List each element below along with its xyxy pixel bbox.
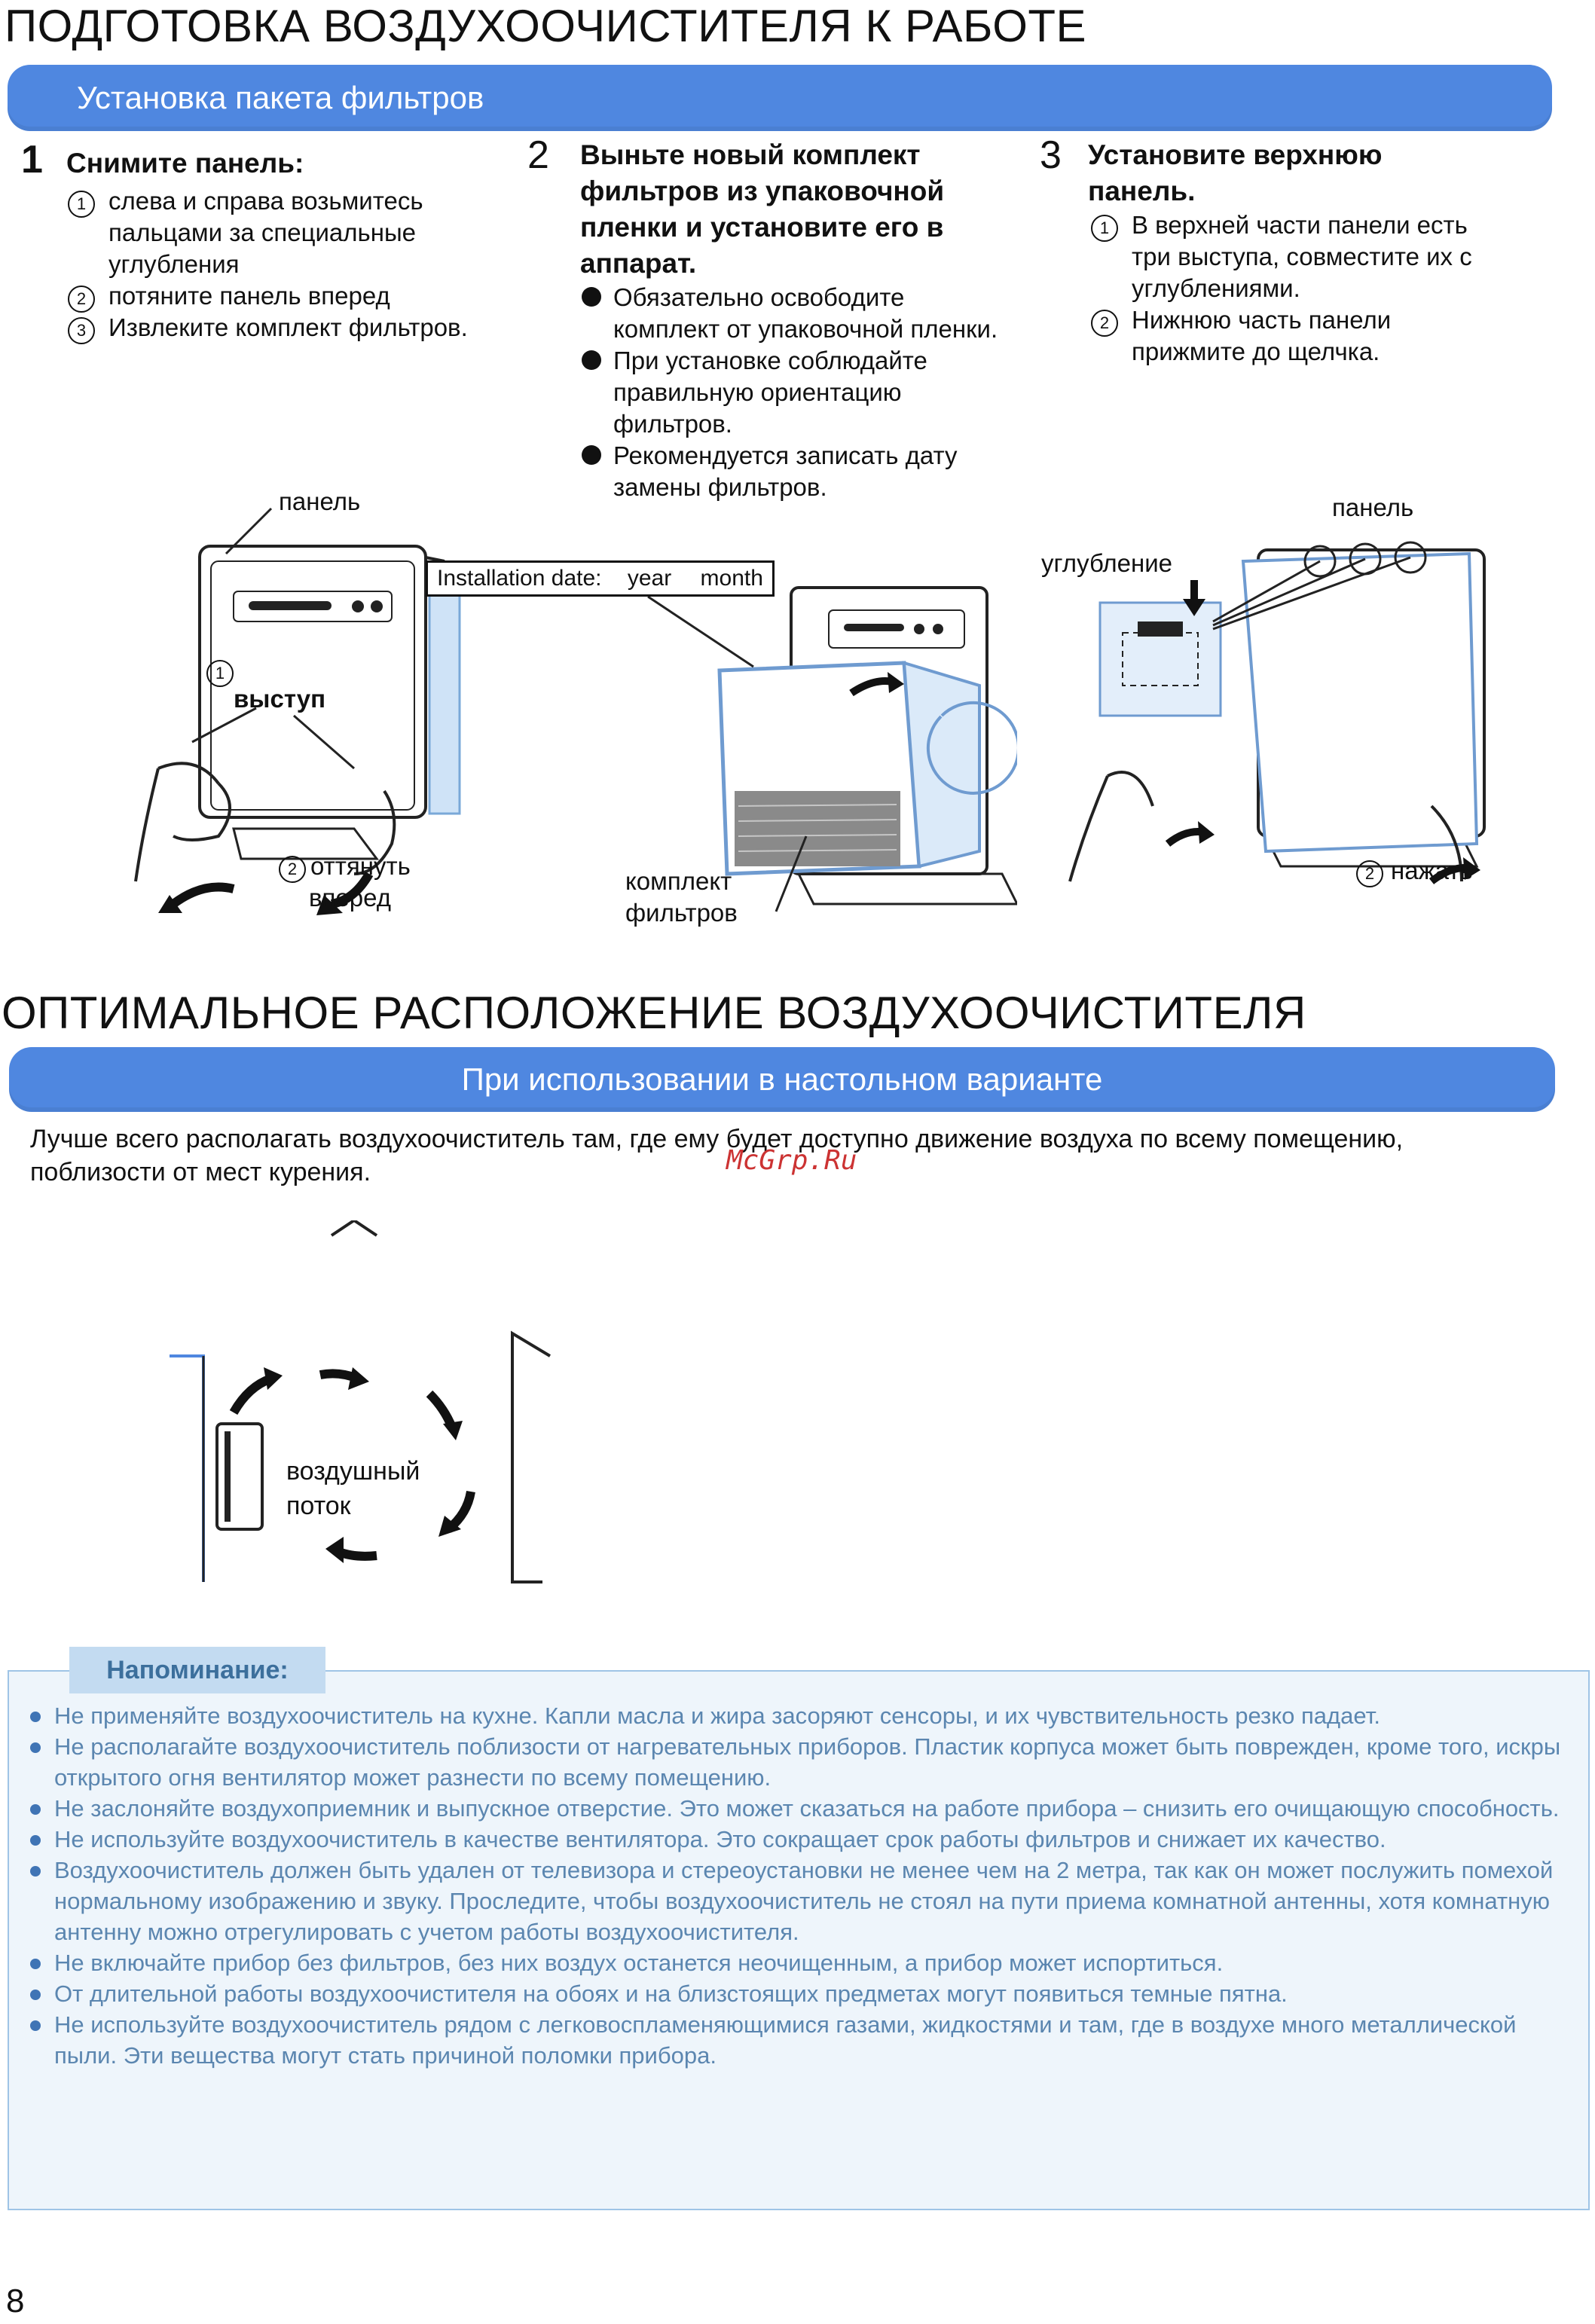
list-item: Обязательно освободите комплект от упако… (580, 282, 1017, 345)
section-band-filter-install: Установка пакета фильтров (8, 65, 1552, 131)
list-item: Не включайте прибор без фильтров, без ни… (18, 1947, 1573, 1978)
list-item: Не заслоняйте воздухоприемник и выпускно… (18, 1793, 1573, 1824)
step-number: 3 (1040, 133, 1062, 177)
panel-install-illustration (1068, 541, 1486, 884)
press-label: нажать (1391, 857, 1473, 884)
watermark: McGrp.Ru (726, 1145, 857, 1176)
step-title: Установите верхнюю панель. (1088, 139, 1383, 206)
filter-insert-illustration (647, 586, 1020, 912)
section-title-placement: ОПТИМАЛЬНОЕ РАСПОЛОЖЕНИЕ ВОЗДУХООЧИСТИТЕ… (2, 988, 1306, 1038)
figure-insert-filters: Installation date: year month комплект ф… (422, 550, 1020, 942)
step-title: Выньте новый комплект фильтров из упаков… (580, 139, 945, 279)
reminder-box: Не применяйте воздухоочиститель на кухне… (8, 1670, 1590, 2210)
reminder-title: Напоминание: (69, 1647, 325, 1693)
figure-install-panel: панель углубление 2 нажать (1040, 490, 1522, 912)
filter-set-label: комплект (625, 867, 732, 895)
purifier-panel-illustration (134, 507, 461, 915)
airflow-label: воздушный поток (286, 1457, 420, 1520)
callout-number: 2 (279, 856, 306, 883)
section-band-tabletop: При использовании в настольном варианте (9, 1047, 1555, 1112)
page-number: 8 (6, 2283, 25, 2319)
pull-label-2: вперед (309, 884, 391, 912)
room-airflow-illustration (170, 1218, 552, 1583)
panel-label: панель (1332, 493, 1414, 521)
list-item: Рекомендуется записать дату замены фильт… (580, 440, 1017, 503)
filter-set-label-2: фильтров (625, 899, 738, 927)
callout-number: 2 (1356, 860, 1383, 887)
list-item: Не используйте воздухоочиститель в качес… (18, 1824, 1573, 1855)
band-label: Установка пакета фильтров (77, 80, 484, 115)
band-label: При использовании в настольном варианте (461, 1061, 1103, 1097)
list-item: Воздухоочиститель должен быть удален от … (18, 1855, 1573, 1947)
recess-label: углубление (1041, 549, 1172, 577)
pull-label: оттянуть (310, 852, 411, 880)
installation-date-label: Installation date: year month (426, 560, 775, 597)
list-item: От длительной работы воздухоочистителя н… (18, 1978, 1573, 2009)
list-item: Не применяйте воздухоочиститель на кухне… (18, 1700, 1573, 1731)
panel-label: панель (279, 487, 361, 515)
step-title: Снимите панель: (66, 148, 304, 179)
step-number: 2 (527, 133, 549, 177)
callout-number: 1 (206, 660, 234, 687)
airflow-diagram: воздушный поток (158, 1218, 565, 1590)
placement-text: Лучше всего располагать воздухоочистител… (30, 1125, 1404, 1186)
section-title-preparation: ПОДГОТОВКА ВОЗДУХООЧИСТИТЕЛЯ К РАБОТЕ (5, 1, 1087, 51)
list-item: При установке соблюдайте правильную орие… (580, 345, 1017, 440)
step-number: 1 (21, 138, 43, 182)
tab-label: выступ (234, 685, 326, 713)
step-2: 2 Выньте новый комплект фильтров из упак… (527, 133, 1010, 503)
list-item: Не используйте воздухоочиститель рядом с… (18, 2009, 1573, 2071)
list-item: Не располагайте воздухоочиститель поблиз… (18, 1731, 1573, 1793)
